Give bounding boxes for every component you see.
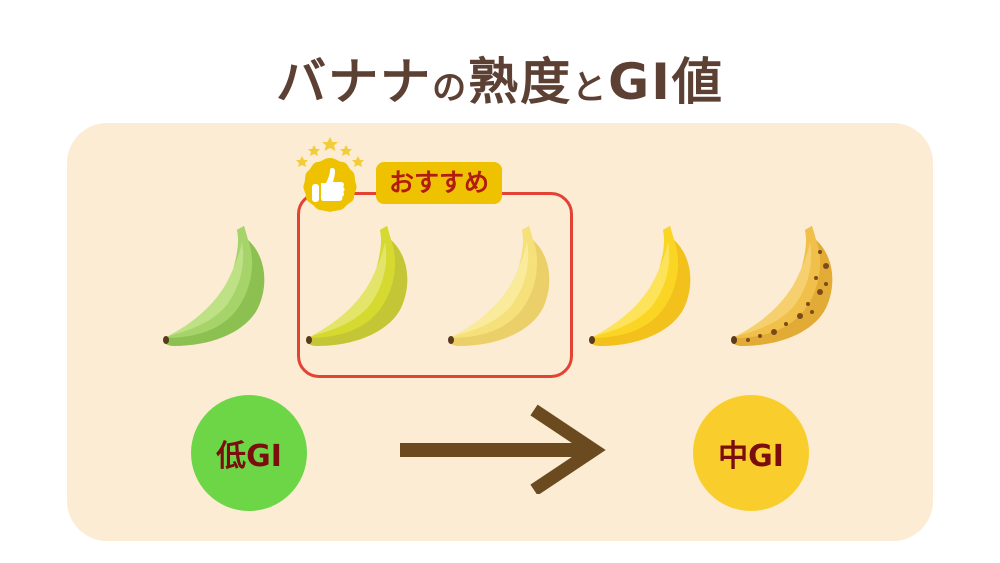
title-particle-to: と xyxy=(572,68,609,108)
low-gi-badge: 低GI xyxy=(191,395,307,511)
title-banana: バナナ xyxy=(276,53,433,111)
banana-pale-yellow-icon xyxy=(448,226,550,346)
title-particle-no: の xyxy=(432,68,469,108)
page-title: バナナの熟度とGI値 xyxy=(0,42,1000,114)
mid-gi-label: 中GI xyxy=(718,439,784,474)
thumbs-up-badge-icon xyxy=(296,137,364,212)
title-gi-value: GI値 xyxy=(608,53,724,111)
recommended-label: おすすめ xyxy=(376,162,502,204)
low-gi-label: 低GI xyxy=(216,439,282,474)
mid-gi-badge: 中GI xyxy=(693,395,809,511)
banana-spotted-icon xyxy=(731,226,833,346)
banana-green-icon xyxy=(163,226,265,346)
title-ripeness: 熟度 xyxy=(468,53,573,111)
right-arrow-icon xyxy=(400,404,606,494)
banana-yellow-green-icon xyxy=(306,226,408,346)
banana-yellow-icon xyxy=(589,226,691,346)
